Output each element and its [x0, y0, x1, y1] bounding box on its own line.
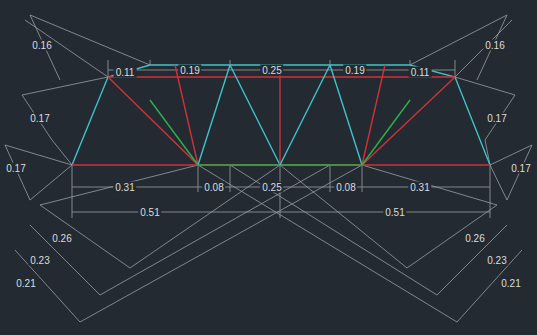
dimension-label: 0.21 — [14, 278, 37, 289]
dimension-label: 0.19 — [343, 65, 366, 76]
dimension-label: 0.26 — [50, 233, 73, 244]
dimension-lines — [5, 15, 532, 322]
dimension-label: 0.16 — [483, 40, 506, 51]
dimension-label: 0.19 — [178, 65, 201, 76]
dimension-label: 0.17 — [485, 113, 508, 124]
dimension-label: 0.23 — [485, 255, 508, 266]
dimension-label: 0.21 — [499, 278, 522, 289]
dimension-label: 0.23 — [28, 255, 51, 266]
dimension-label: 0.51 — [138, 207, 161, 218]
dimension-label: 0.25 — [260, 182, 283, 193]
truss — [72, 65, 490, 165]
dimension-label: 0.31 — [408, 182, 431, 193]
dimension-label: 0.17 — [4, 163, 27, 174]
dimension-label: 0.17 — [28, 113, 51, 124]
dimension-label: 0.08 — [334, 182, 357, 193]
dimension-label: 0.17 — [509, 163, 532, 174]
dimension-label: 0.31 — [113, 182, 136, 193]
dimension-label: 0.25 — [260, 65, 283, 76]
dimension-label: 0.08 — [202, 182, 225, 193]
dimension-label: 0.51 — [383, 207, 406, 218]
dimension-label: 0.26 — [463, 233, 486, 244]
dimension-label: 0.11 — [114, 67, 137, 78]
dimension-label: 0.11 — [409, 67, 432, 78]
dimension-label: 0.16 — [30, 40, 53, 51]
